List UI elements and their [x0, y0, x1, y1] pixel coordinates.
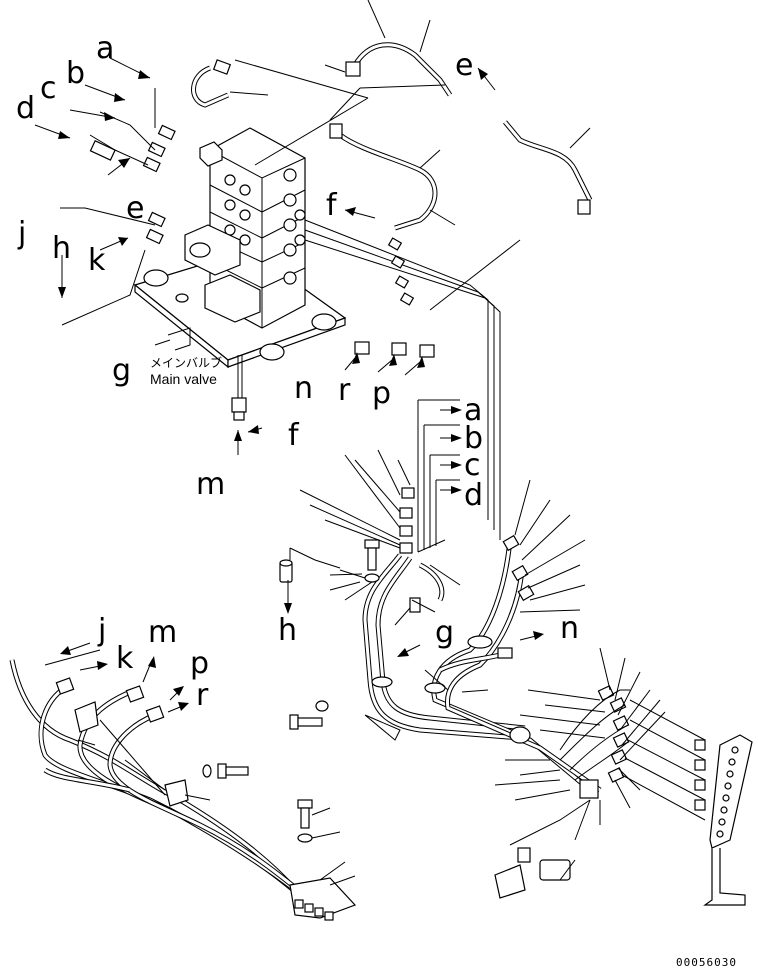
- label-n-top: n: [294, 371, 313, 406]
- label-g-top: g: [112, 353, 131, 388]
- fittings-abcd: [89, 124, 176, 245]
- label-p-top: p: [372, 376, 391, 411]
- label-c-top: c: [40, 71, 57, 106]
- callout-labels: a b c d e e f j k h g メインバルブ Main valve …: [16, 31, 737, 969]
- label-b-top: b: [66, 56, 85, 91]
- label-n-mid: n: [560, 611, 579, 646]
- label-a-top: a: [96, 31, 114, 66]
- label-h-mid: h: [278, 613, 297, 648]
- label-k-low: k: [116, 641, 134, 676]
- leader-lines-middle: [289, 399, 666, 841]
- label-r-top: r: [338, 373, 351, 408]
- label-d-mid: d: [464, 478, 483, 513]
- hose-harness-lower-left: [9, 659, 357, 921]
- label-g-mid: g: [435, 615, 454, 650]
- main-valve-jp-label: メインバルブ: [150, 355, 222, 370]
- main-valve-assembly: [133, 127, 347, 421]
- label-m-low: m: [148, 615, 177, 650]
- label-j-low: j: [97, 613, 106, 648]
- label-f-upper: f: [326, 188, 338, 223]
- label-a-mid: a: [464, 393, 482, 428]
- arrows-lower: [60, 642, 189, 713]
- leader-lines-lower: [44, 649, 356, 886]
- label-e-right: e: [455, 48, 473, 83]
- label-c-mid: c: [464, 448, 481, 483]
- fasteners-middle: [279, 539, 380, 730]
- hose-bundle-middle: [362, 487, 602, 793]
- arrows-middle: [284, 406, 544, 657]
- long-hoses-right: [304, 219, 501, 540]
- label-k-top: k: [88, 243, 106, 278]
- arrows-upper: [34, 57, 496, 455]
- label-j-top: j: [17, 216, 26, 251]
- figure-code: 00056030: [676, 956, 737, 969]
- label-f-lower: f: [288, 418, 300, 453]
- label-p-low: p: [190, 646, 209, 681]
- label-r-low: r: [196, 678, 209, 713]
- label-m-top: m: [196, 467, 225, 502]
- label-b-mid: b: [464, 421, 483, 456]
- fittings-nrp: [354, 237, 435, 358]
- label-h-top: h: [52, 231, 71, 266]
- label-d-top: d: [16, 91, 35, 126]
- main-valve-en-label: Main valve: [150, 371, 217, 387]
- label-e-left: e: [126, 191, 144, 226]
